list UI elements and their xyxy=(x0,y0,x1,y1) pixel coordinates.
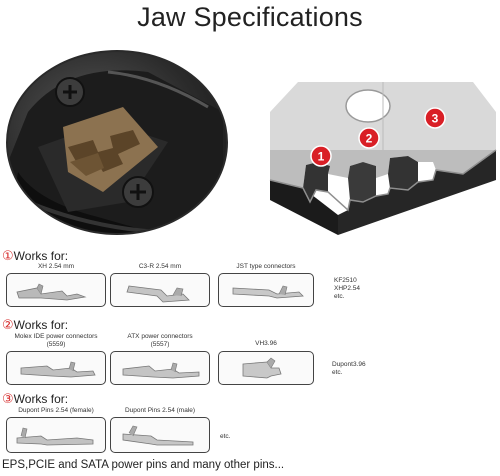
section-3-note: etc. xyxy=(220,433,231,440)
footer-text: EPS,PCIE and SATA power pins and many ot… xyxy=(2,459,285,471)
jaw-marker-2: 2 xyxy=(358,127,380,149)
terminal-pin-image xyxy=(122,362,200,379)
section-2-note: Dupont3.96 etc. xyxy=(332,361,366,376)
page-title: Jaw Specifications xyxy=(137,2,363,32)
terminal-pin-image xyxy=(126,285,190,303)
section-3-heading: ③Works for: xyxy=(2,391,69,406)
card-2-3-label: VH3.96 xyxy=(255,340,277,347)
section-1-heading: ①Works for: xyxy=(2,248,69,263)
terminal-card-atx xyxy=(110,351,210,385)
terminal-card-dupont-female xyxy=(6,417,106,453)
section-2-heading: ②Works for: xyxy=(2,317,69,332)
terminal-pin-image xyxy=(16,427,94,446)
jaw-marker-1: 1 xyxy=(310,145,332,167)
jaw-profile-diagram: 1 2 3 xyxy=(258,70,498,245)
card-2-1-label: Molex IDE power connectors (5559) xyxy=(14,333,98,348)
terminal-pin-image xyxy=(122,425,194,446)
jaw-marker-3: 3 xyxy=(424,107,446,129)
card-1-1-label: XH 2.54 mm xyxy=(37,263,75,270)
terminal-card-molex-ide xyxy=(6,351,106,385)
card-1-2-label: C3-R 2.54 mm xyxy=(138,263,182,270)
terminal-card-jst xyxy=(218,273,314,307)
terminal-card-c3r254 xyxy=(110,273,210,307)
terminal-pin-image xyxy=(16,283,87,301)
crimper-jaw-photo xyxy=(6,50,228,235)
terminal-card-vh396 xyxy=(218,351,314,385)
terminal-card-dupont-male xyxy=(110,417,210,453)
card-3-2-label: Dupont Pins 2.54 (male) xyxy=(124,407,196,414)
card-1-3-label: JST type connectors xyxy=(236,263,296,270)
card-3-1-label: Dupont Pins 2.54 (female) xyxy=(18,407,94,414)
terminal-pin-image xyxy=(20,361,96,378)
terminal-pin-image xyxy=(232,285,304,299)
svg-text:3: 3 xyxy=(432,112,439,126)
card-2-2-label: ATX power connectors (5557) xyxy=(127,333,193,348)
svg-text:2: 2 xyxy=(366,132,373,146)
terminal-pin-image xyxy=(242,357,282,379)
terminal-card-xh254 xyxy=(6,273,106,307)
section-1-note: KF2510 XHP2.54 etc. xyxy=(334,277,361,300)
svg-text:1: 1 xyxy=(318,150,325,164)
